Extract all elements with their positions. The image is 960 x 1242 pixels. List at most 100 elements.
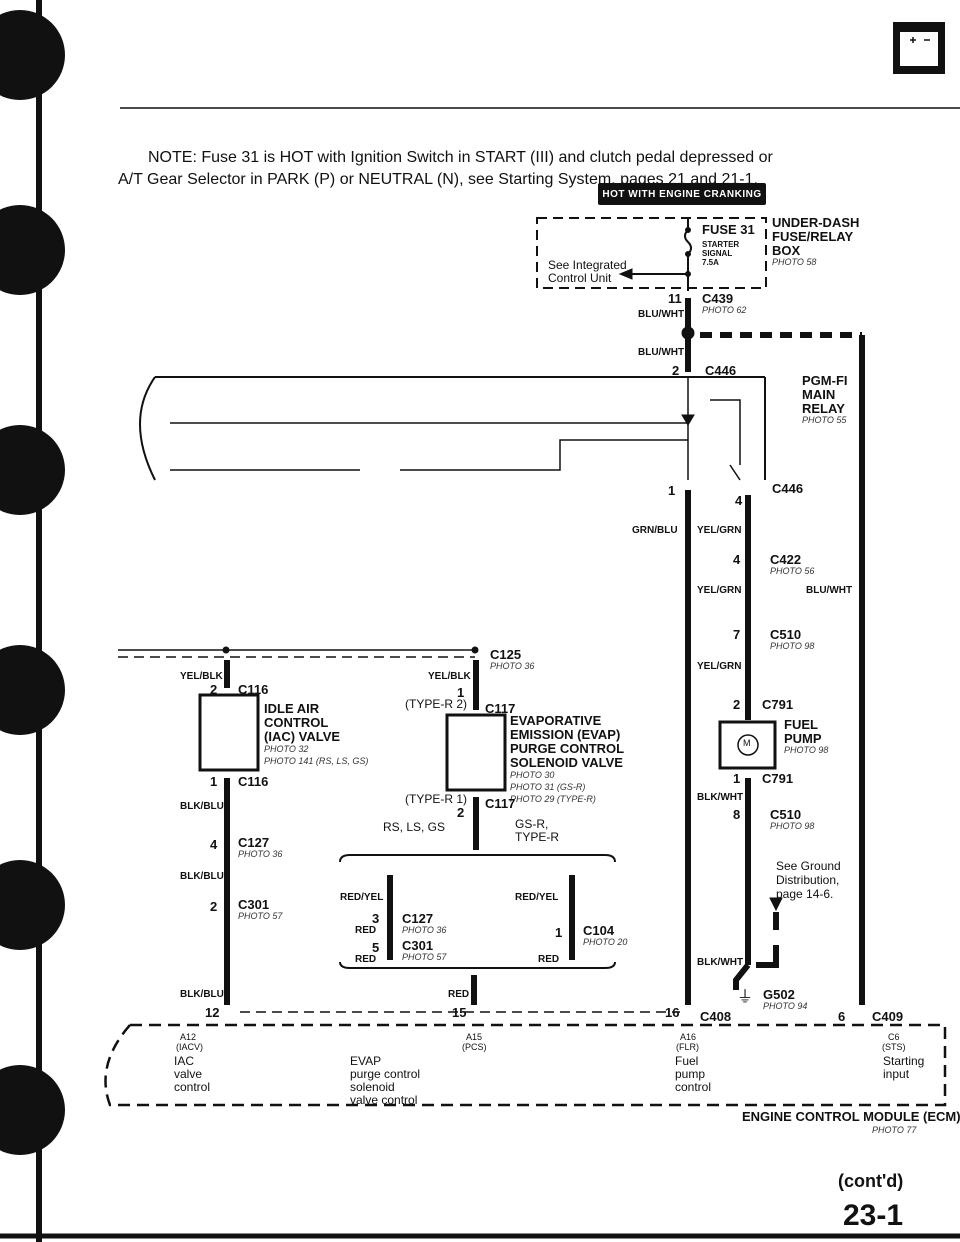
ecm-terminal-desc: IAC bbox=[174, 1054, 195, 1068]
ecm-terminal-abbr: (IACV) bbox=[176, 1042, 203, 1052]
ecm-terminal-abbr: (FLR) bbox=[676, 1042, 699, 1052]
connector-c301: C301 bbox=[402, 938, 434, 953]
photo-ref: PHOTO 32 bbox=[264, 744, 309, 754]
connector-c422: C422 bbox=[770, 552, 802, 567]
photo-ref: PHOTO 36 bbox=[490, 661, 535, 671]
page-number: 23-1 bbox=[843, 1199, 904, 1232]
pin: 2 bbox=[457, 805, 465, 820]
pin: 2 bbox=[672, 363, 680, 378]
connector-c116: C116 bbox=[238, 774, 269, 789]
wire-color: BLK/WHT bbox=[697, 792, 744, 803]
ecm-terminal-code: A15 bbox=[466, 1032, 483, 1042]
connector-c116: C116 bbox=[238, 682, 269, 697]
connector-c409: C409 bbox=[872, 1009, 904, 1024]
ecm-terminal-abbr: (PCS) bbox=[462, 1042, 487, 1052]
ecm-terminal-desc: control bbox=[675, 1080, 712, 1094]
wire-color: GRN/BLU bbox=[632, 525, 678, 536]
photo-ref: PHOTO 94 bbox=[763, 1001, 808, 1011]
see-icu-link: See Integrated bbox=[548, 258, 627, 272]
note-line-1: NOTE: Fuse 31 is HOT with Ignition Switc… bbox=[148, 149, 773, 166]
ecm-terminal-code: C6 bbox=[888, 1032, 900, 1042]
connector-c104: C104 bbox=[583, 923, 615, 938]
pin: 12 bbox=[205, 1005, 220, 1020]
photo-ref: PHOTO 29 (TYPE-R) bbox=[510, 794, 596, 804]
connector-c408: C408 bbox=[700, 1009, 732, 1024]
photo-ref: PHOTO 57 bbox=[238, 911, 283, 921]
ecm-terminal-desc: pump bbox=[675, 1067, 706, 1081]
ecm-terminal-desc: valve bbox=[174, 1067, 203, 1081]
photo-ref: PHOTO 36 bbox=[238, 849, 283, 859]
pin: 1 bbox=[668, 483, 676, 498]
connector-c510: C510 bbox=[770, 627, 802, 642]
wire-color: RED/YEL bbox=[340, 892, 384, 903]
photo-ref: PHOTO 98 bbox=[770, 821, 815, 831]
ecm-terminal-desc: purge control bbox=[350, 1067, 421, 1081]
wire-color: BLK/BLU bbox=[180, 871, 224, 882]
pin: 4 bbox=[733, 552, 741, 567]
ecm-terminal-abbr: (STS) bbox=[882, 1042, 906, 1052]
pin: 2 bbox=[733, 697, 741, 712]
ground-note: See Ground bbox=[776, 859, 841, 873]
photo-ref: PHOTO 77 bbox=[872, 1125, 917, 1135]
ground-note: page 14-6. bbox=[776, 887, 834, 901]
battery-icon bbox=[893, 22, 945, 74]
pin: 8 bbox=[733, 807, 741, 822]
connector-c127: C127 bbox=[402, 911, 434, 926]
connector-c117: C117 bbox=[485, 701, 516, 716]
photo-ref: PHOTO 20 bbox=[583, 937, 628, 947]
connector-c791: C791 bbox=[762, 771, 794, 786]
variant-note: RS, LS, GS bbox=[383, 820, 446, 834]
connector-c439: C439 bbox=[702, 291, 734, 306]
photo-ref: PHOTO 58 bbox=[772, 257, 817, 267]
evap-valve-name: PURGE CONTROL bbox=[510, 741, 625, 756]
connector-c127: C127 bbox=[238, 835, 270, 850]
iac-valve-name: CONTROL bbox=[264, 715, 329, 730]
pin: 16 bbox=[665, 1005, 680, 1020]
pin: 15 bbox=[452, 1005, 467, 1020]
connector-c446: C446 bbox=[705, 363, 737, 378]
wire-color: RED bbox=[538, 954, 560, 965]
wire-color: RED bbox=[448, 989, 470, 1000]
pin: 2 bbox=[210, 899, 218, 914]
fuel-pump-name: PUMP bbox=[784, 731, 822, 746]
relay-name: RELAY bbox=[802, 401, 845, 416]
photo-ref: PHOTO 98 bbox=[784, 745, 829, 755]
pin: 1 bbox=[555, 925, 563, 940]
wire-color: YEL/GRN bbox=[697, 585, 742, 596]
photo-ref: PHOTO 55 bbox=[802, 415, 847, 425]
photo-ref: PHOTO 98 bbox=[770, 641, 815, 651]
fuse-rating: 7.5A bbox=[702, 258, 719, 267]
iac-valve-name: IDLE AIR bbox=[264, 701, 320, 716]
photo-ref: PHOTO 30 bbox=[510, 770, 555, 780]
connector-c510: C510 bbox=[770, 807, 802, 822]
iac-valve-name: (IAC) VALVE bbox=[264, 729, 341, 744]
wire-color: BLU/WHT bbox=[806, 585, 853, 596]
photo-ref: PHOTO 56 bbox=[770, 566, 815, 576]
ecm-terminal-code: A12 bbox=[180, 1032, 197, 1042]
wire-color: BLK/BLU bbox=[180, 989, 224, 1000]
evap-valve-name: SOLENOID VALVE bbox=[510, 755, 623, 770]
wire-color: BLK/BLU bbox=[180, 801, 224, 812]
see-icu-link: Control Unit bbox=[548, 271, 612, 285]
pin: 7 bbox=[733, 627, 741, 642]
connector-c117: C117 bbox=[485, 796, 516, 811]
ground-icon: ⏚ bbox=[737, 989, 754, 1006]
evap-valve-name: EVAPORATIVE bbox=[510, 713, 602, 728]
connector-c791: C791 bbox=[762, 697, 794, 712]
connector-c125: C125 bbox=[490, 647, 522, 662]
pin: 1 bbox=[210, 774, 218, 789]
photo-ref: PHOTO 36 bbox=[402, 925, 447, 935]
pin: 4 bbox=[735, 493, 743, 508]
pin: 6 bbox=[838, 1009, 846, 1024]
wire-color: YEL/BLK bbox=[180, 671, 223, 682]
pin: 11 bbox=[668, 291, 682, 306]
fusebox-name: FUSE/RELAY bbox=[772, 229, 854, 244]
pin: 2 bbox=[210, 682, 218, 697]
ground-note: Distribution, bbox=[776, 873, 840, 887]
motor-icon: M bbox=[743, 738, 751, 748]
ecm-terminal-desc: solenoid bbox=[350, 1080, 395, 1094]
pin: 5 bbox=[372, 940, 380, 955]
connector-c446: C446 bbox=[772, 481, 804, 496]
photo-ref: PHOTO 141 (RS, LS, GS) bbox=[264, 756, 369, 766]
